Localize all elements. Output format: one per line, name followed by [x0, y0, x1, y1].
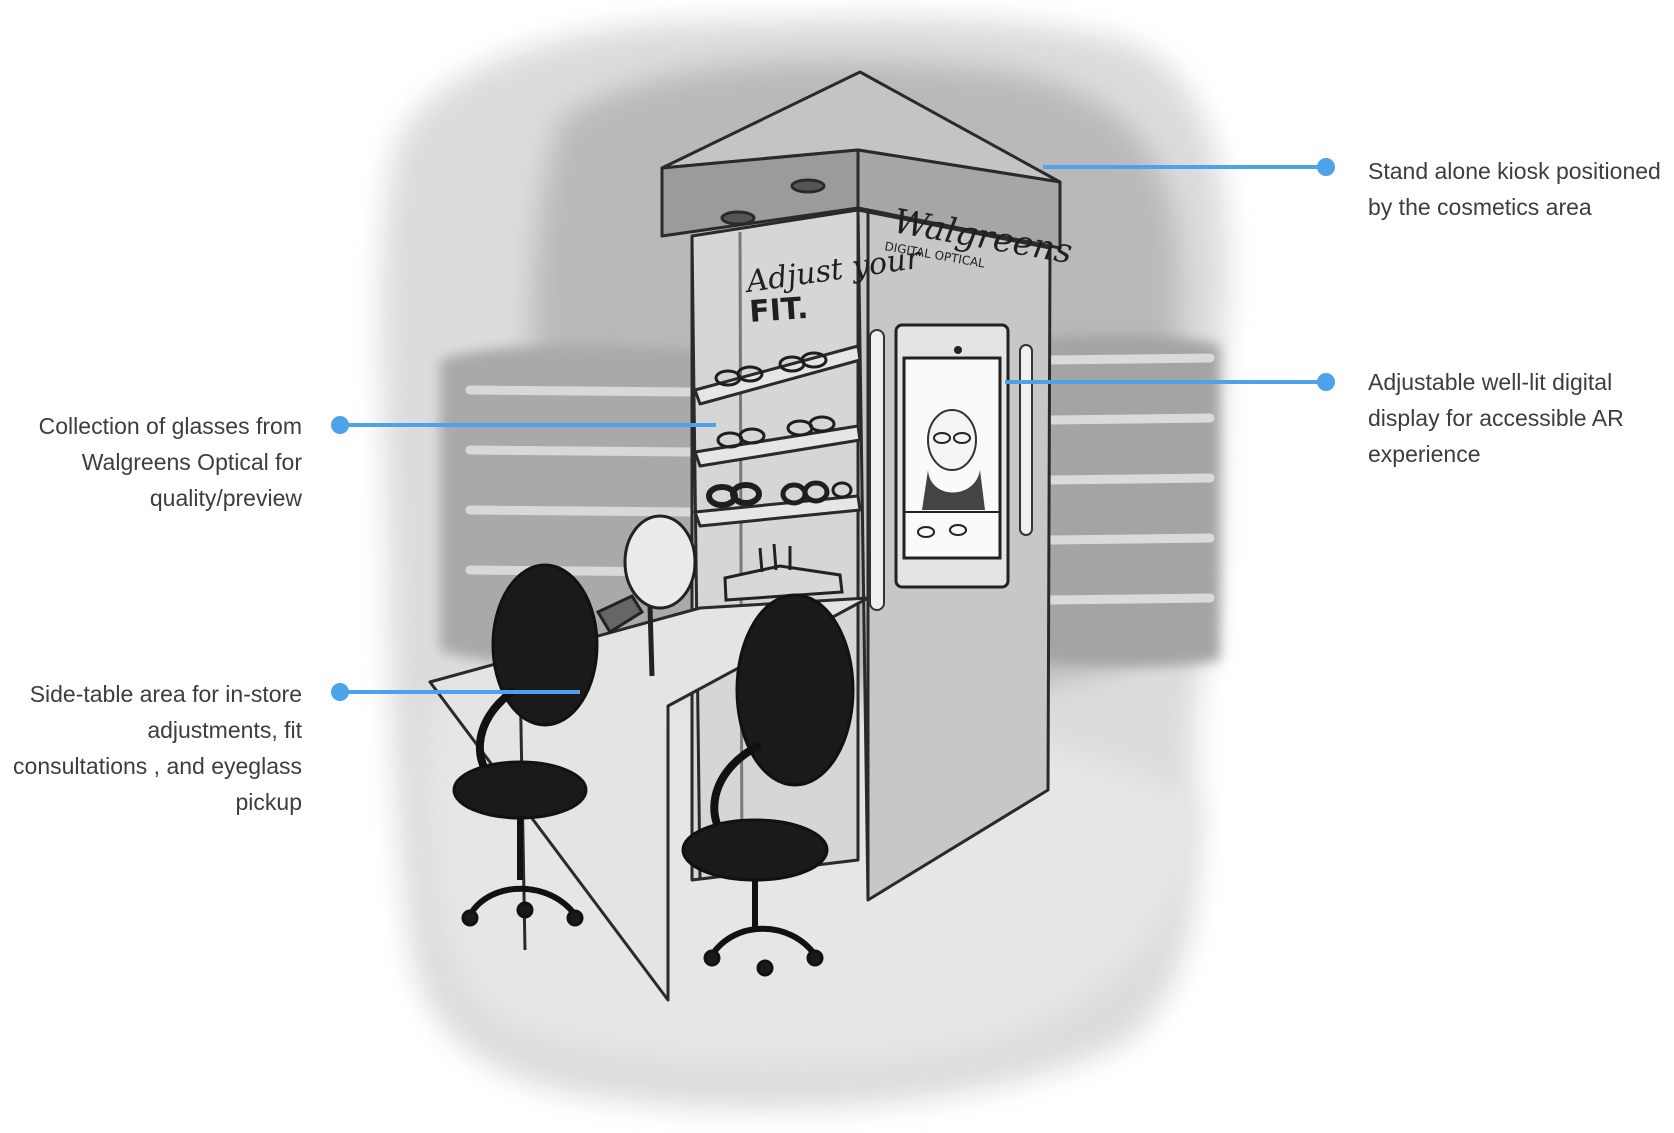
- callout-label-glasses: Collection of glasses from Walgreens Opt…: [38, 413, 302, 511]
- hand-mirror: [623, 514, 697, 610]
- callout-label-side-table: Side-table area for in-store adjustments…: [13, 681, 302, 815]
- desk-props: [595, 514, 844, 677]
- callout-dot-display: [1317, 373, 1335, 391]
- digital-display: [869, 323, 1033, 611]
- ceiling-light: [720, 210, 756, 226]
- chair-right: [681, 593, 855, 977]
- callout-label-kiosk: Stand alone kiosk positioned by the cosm…: [1368, 158, 1661, 220]
- chair-left: [452, 563, 599, 927]
- callout-dot-glasses: [331, 416, 349, 434]
- background-shelves-right: [1045, 353, 1215, 605]
- glasses-collection: [706, 351, 853, 508]
- ceiling-light: [790, 178, 826, 194]
- callout-lines: [331, 158, 1335, 701]
- callout-dot-kiosk: [1317, 158, 1335, 176]
- callout-dot-table: [331, 683, 349, 701]
- fit-lettering-line2: FIT.: [748, 291, 809, 330]
- callout-label-display: Adjustable well-lit digital display for …: [1368, 369, 1624, 467]
- avatar-face: [927, 409, 977, 471]
